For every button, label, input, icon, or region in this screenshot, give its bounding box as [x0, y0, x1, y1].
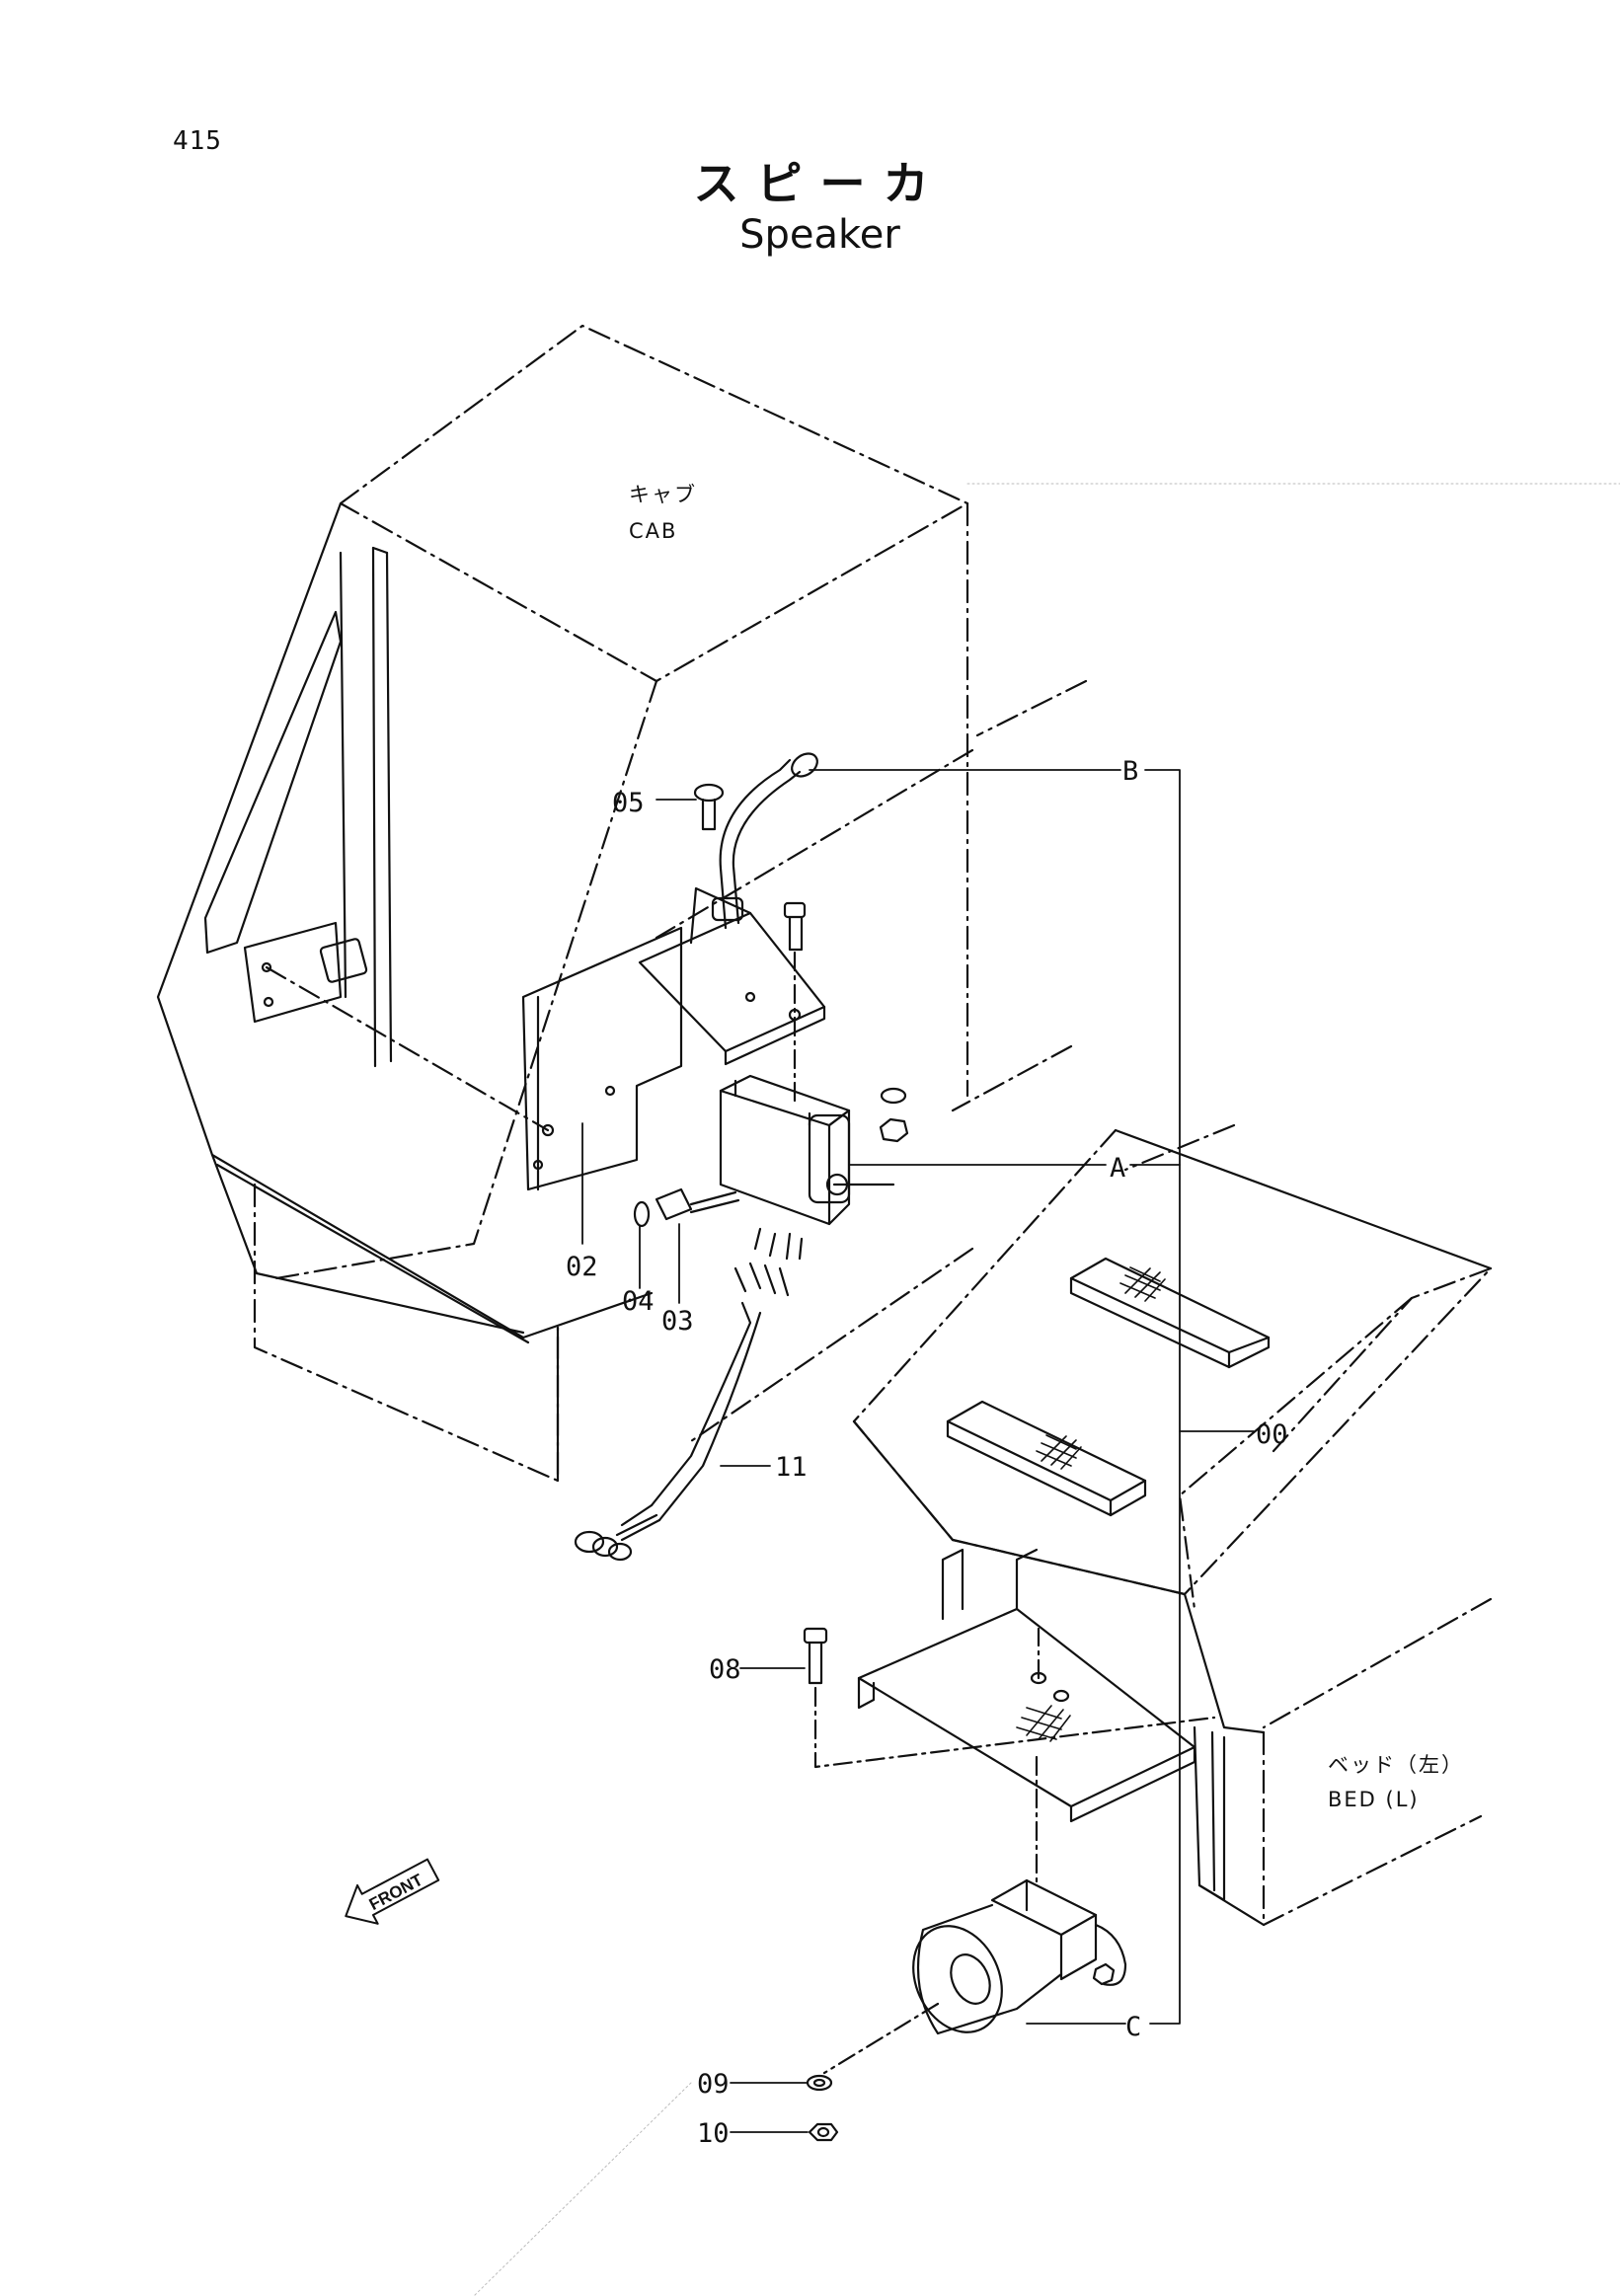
- screw-05: [693, 783, 725, 831]
- callout-10: 10: [697, 2118, 730, 2149]
- nut-10: [808, 2122, 839, 2142]
- bed-label-jp: ベッド（左）: [1328, 1753, 1464, 1777]
- cab-label-jp: キャブ: [629, 483, 697, 506]
- callout-02: 02: [566, 1252, 598, 1282]
- amplifier: [719, 1074, 909, 1226]
- cab-label-en: CAB: [629, 519, 677, 543]
- callout-11: 11: [775, 1452, 808, 1483]
- washer-04: [633, 1200, 651, 1228]
- callout-c: C: [1125, 2012, 1141, 2042]
- callout-04: 04: [622, 1286, 655, 1317]
- scan-artifact-line: [473, 2082, 692, 2296]
- bracket-02: [265, 926, 683, 1191]
- bolt-vertical: [783, 901, 807, 1108]
- bed-outline: [852, 1123, 1493, 1927]
- leader-lines: [581, 769, 1255, 2133]
- callout-09: 09: [697, 2069, 730, 2100]
- front-arrow-icon: FRONT: [345, 1858, 440, 1925]
- cab-outline: [156, 324, 1088, 1483]
- callout-00: 00: [1256, 1419, 1288, 1450]
- callout-a: A: [1110, 1153, 1125, 1184]
- horn-speaker: [822, 1755, 1127, 2075]
- mic-bracket: [638, 886, 826, 1066]
- bed-label-en: BED (L): [1328, 1788, 1420, 1811]
- callout-05: 05: [612, 788, 645, 818]
- microphone: [711, 752, 818, 930]
- title-japanese: スピーカ: [693, 157, 947, 210]
- title-english: Speaker: [739, 212, 900, 258]
- washer-09-hole: [812, 2078, 826, 2088]
- speaker-bracket: [857, 1548, 1196, 1823]
- harness-11: [574, 1227, 804, 1562]
- callout-b: B: [1122, 756, 1138, 787]
- page-number: 415: [173, 126, 222, 156]
- washer-09: [806, 2074, 833, 2092]
- bolt-08: [803, 1627, 1216, 1769]
- callout-03: 03: [661, 1306, 694, 1337]
- bolt-03: [655, 1187, 740, 1221]
- callout-08: 08: [709, 1654, 741, 1685]
